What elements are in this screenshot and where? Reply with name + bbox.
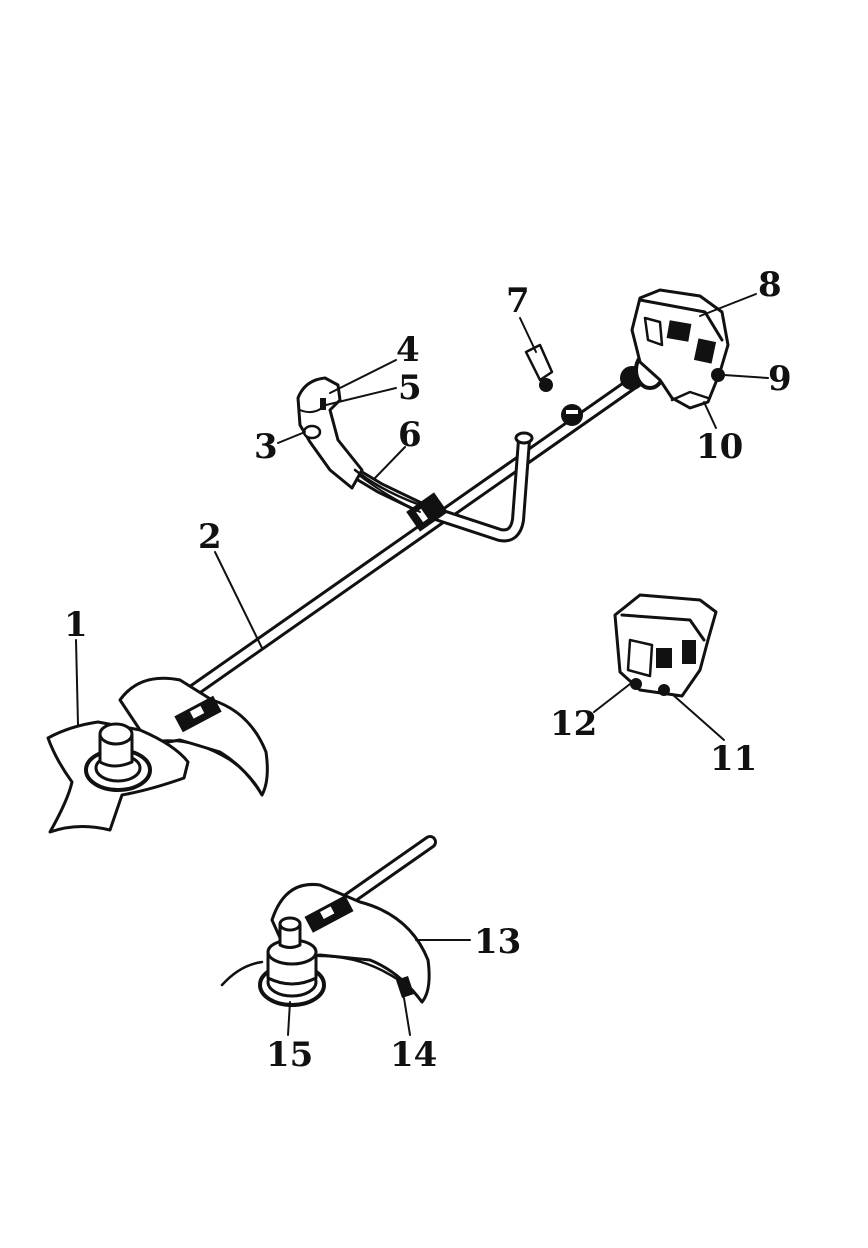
engine-assembly xyxy=(620,290,728,408)
label-part-10: 10 xyxy=(696,427,743,467)
label-part-11: 11 xyxy=(710,739,757,779)
carburetor-inset xyxy=(615,595,716,696)
label-part-15: 15 xyxy=(266,1035,313,1075)
label-part-12: 12 xyxy=(550,704,597,744)
harness-hook xyxy=(526,345,583,426)
label-part-4: 4 xyxy=(396,330,420,370)
trimmer-head-inset xyxy=(222,842,430,1005)
label-part-8: 8 xyxy=(758,265,782,305)
blade-head xyxy=(48,678,267,832)
label-part-9: 9 xyxy=(768,359,792,399)
label-part-2: 2 xyxy=(198,517,222,557)
label-part-13: 13 xyxy=(474,922,521,962)
label-part-7: 7 xyxy=(506,281,530,321)
label-part-3: 3 xyxy=(254,427,278,467)
label-part-14: 14 xyxy=(390,1035,437,1075)
label-part-6: 6 xyxy=(398,415,422,455)
label-part-1: 1 xyxy=(64,605,88,645)
label-part-5: 5 xyxy=(398,368,422,408)
